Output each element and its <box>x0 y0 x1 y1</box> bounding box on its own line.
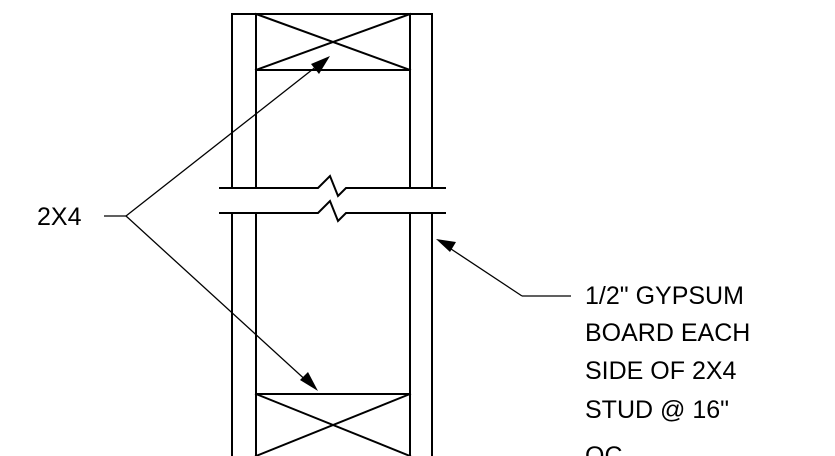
stud-leaders <box>104 56 330 391</box>
stud-label: 2X4 <box>37 203 82 231</box>
gypsum-note-line-4: STUD @ 16" <box>585 396 729 424</box>
gypsum-note-line-3: SIDE OF 2X4 <box>585 357 737 385</box>
gypsum-note-line-1: 1/2" GYPSUM <box>585 282 744 310</box>
arrowhead-bottom-plate <box>300 372 318 391</box>
top-plate-diagonal-2 <box>254 12 412 72</box>
top-plate-2x4 <box>254 12 412 72</box>
gypsum-leader-diagonal <box>444 244 523 297</box>
stud-leader-to-bottom-plate <box>125 215 311 385</box>
wall-lower <box>231 212 433 456</box>
break-lines <box>219 174 446 223</box>
gypsum-note: 1/2" GYPSUM BOARD EACH SIDE OF 2X4 STUD … <box>585 282 750 456</box>
arrowhead-top-plate <box>311 56 330 74</box>
bottom-plate-diagonal-2 <box>254 392 412 456</box>
gypsum-note-line-2: BOARD EACH <box>585 319 750 347</box>
stud-leader-to-top-plate <box>125 61 323 217</box>
wall-upper <box>231 13 433 189</box>
arrowhead-gypsum <box>436 239 456 252</box>
break-line-upper <box>219 174 446 198</box>
break-line-lower <box>219 199 446 223</box>
gypsum-note-line-5: OC <box>585 442 623 456</box>
bottom-plate-2x4 <box>254 392 412 456</box>
gypsum-leader <box>436 239 571 297</box>
